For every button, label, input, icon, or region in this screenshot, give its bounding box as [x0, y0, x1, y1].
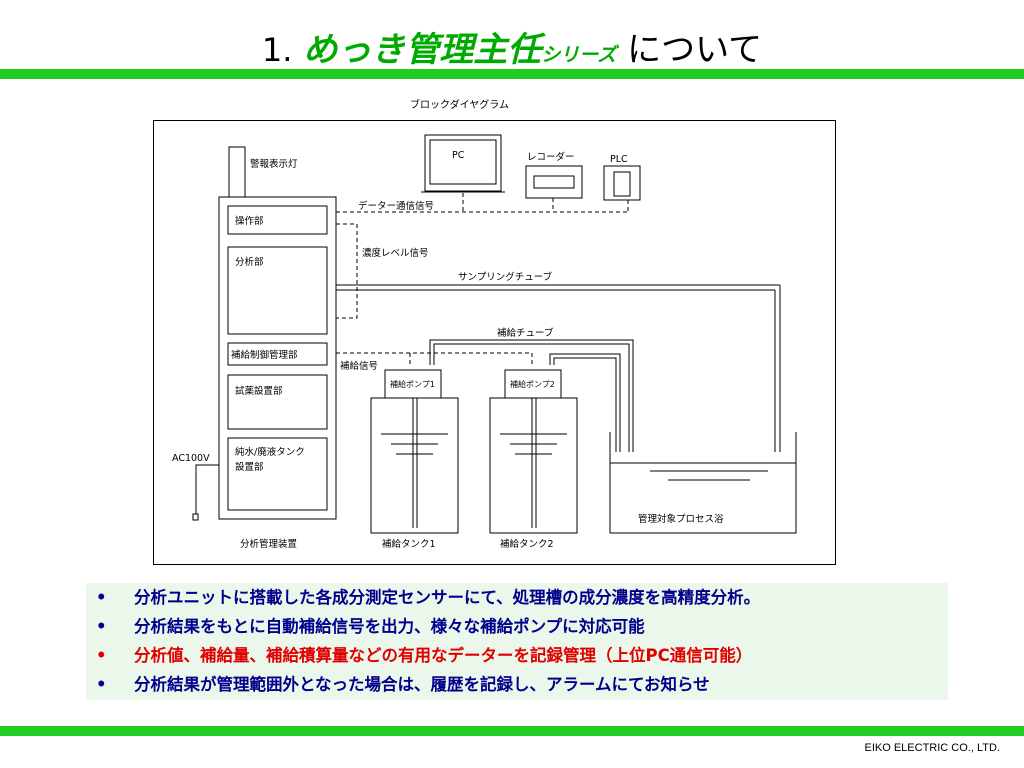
tank-2-label: 補給タンク2: [500, 538, 554, 550]
plc-module: [613, 171, 631, 197]
feature-text: 分析ユニットに搭載した各成分測定センサーにて、処理槽の成分濃度を高精度分析。: [134, 588, 761, 607]
ac-cable: [195, 464, 219, 514]
page-title: 1. めっき管理主任シリーズ について: [0, 22, 1024, 71]
plc-shape: [603, 165, 641, 201]
pump-2-label: 補給ポンプ2: [510, 379, 555, 389]
reagent-label: 試薬設置部: [235, 385, 283, 397]
recorder-display: [533, 175, 575, 189]
tank-1-shape: [370, 397, 459, 534]
feature-item-highlight: • 分析値、補給量、補給積算量などの有用なデーターを記録管理（上位PC通信可能）: [86, 641, 948, 670]
analyzer-label: 分析管理装置: [240, 538, 297, 550]
concentration-signal-line: [336, 223, 358, 319]
sampling-tube-label: サンプリングチューブ: [458, 271, 553, 283]
bullet-marker: •: [96, 588, 107, 607]
supply-control-section: [227, 342, 328, 366]
feature-item: • 分析ユニットに搭載した各成分測定センサーにて、処理槽の成分濃度を高精度分析。: [86, 583, 948, 612]
title-number: 1.: [261, 31, 293, 69]
water-tank-section: [227, 437, 328, 511]
title-series-suffix: シリーズ: [541, 44, 617, 66]
analysis-section: [227, 246, 328, 335]
bullet-marker: •: [96, 617, 107, 636]
operation-label: 操作部: [235, 215, 264, 227]
title-product-name: めっき管理主任: [303, 30, 542, 70]
operation-section: [227, 205, 328, 235]
feature-text: 分析結果をもとに自動補給信号を出力、様々な補給ポンプに対応可能: [134, 617, 645, 636]
analysis-label: 分析部: [235, 256, 264, 268]
bottom-divider: [0, 726, 1024, 736]
water-tank-label-1: 純水/廃液タンク: [235, 446, 305, 458]
ac-plug: [192, 513, 199, 521]
tank-2-liquid: [500, 433, 567, 455]
recorder-label: レコーダー: [527, 151, 575, 163]
supply-tube-1: [429, 339, 634, 452]
sampling-tube: [336, 284, 781, 452]
feature-list: •分析ユニットに搭載した各成分測定センサーにて、処理槽の成分濃度を高精度分析。 …: [86, 583, 948, 700]
supply-signal-label: 補給信号: [340, 360, 378, 372]
bullet-marker: •: [96, 646, 107, 665]
data-signal-label: データー通信信号: [358, 200, 434, 212]
warning-light-label: 警報表示灯: [250, 158, 298, 170]
tank-1-liquid: [381, 433, 448, 455]
supply-tube-2: [549, 353, 621, 452]
pc-monitor-icon: [421, 134, 505, 193]
bullet-marker: •: [96, 675, 107, 694]
recorder-shape: [525, 165, 583, 199]
pump-1-label: 補給ポンプ1: [390, 379, 435, 389]
data-signal-lines: [336, 193, 629, 213]
diagram-title: ブロックダイヤグラム: [410, 98, 509, 111]
diagram-frame: [153, 120, 836, 565]
analyzer-box: [218, 196, 337, 520]
tank-2-shape: [489, 397, 578, 534]
supply-signal-line: [336, 352, 533, 365]
supply-tube-label: 補給チューブ: [497, 327, 554, 339]
concentration-signal-label: 濃度レベル信号: [362, 247, 429, 259]
block-diagram: ブロックダイヤグラム 警報表示灯 PC レコーダー PLC データー通信信号 操…: [153, 98, 836, 565]
feature-text: 分析値、補給量、補給積算量などの有用なデーターを記録管理（上位PC通信可能）: [134, 646, 753, 665]
top-divider: [0, 69, 1024, 79]
reagent-section: [227, 374, 328, 430]
feature-text: 分析結果が管理範囲外となった場合は、履歴を記録し、アラームにてお知らせ: [134, 675, 710, 694]
plc-label: PLC: [610, 154, 628, 165]
ac-label: AC100V: [172, 453, 210, 464]
pc-label: PC: [452, 150, 465, 161]
supply-control-label: 補給制御管理部: [231, 349, 298, 361]
process-bath-label: 管理対象プロセス浴: [638, 513, 724, 525]
warning-light-shape: [228, 146, 246, 198]
tank-1-label: 補給タンク1: [382, 538, 436, 550]
company-footer: EIKO ELECTRIC CO., LTD.: [864, 742, 1001, 754]
feature-item: • 分析結果をもとに自動補給信号を出力、様々な補給ポンプに対応可能: [86, 612, 948, 641]
feature-item: • 分析結果が管理範囲外となった場合は、履歴を記録し、アラームにてお知らせ: [86, 670, 948, 699]
title-rest: について: [627, 30, 763, 70]
process-bath: [609, 432, 797, 534]
water-tank-label-2: 設置部: [235, 461, 264, 473]
